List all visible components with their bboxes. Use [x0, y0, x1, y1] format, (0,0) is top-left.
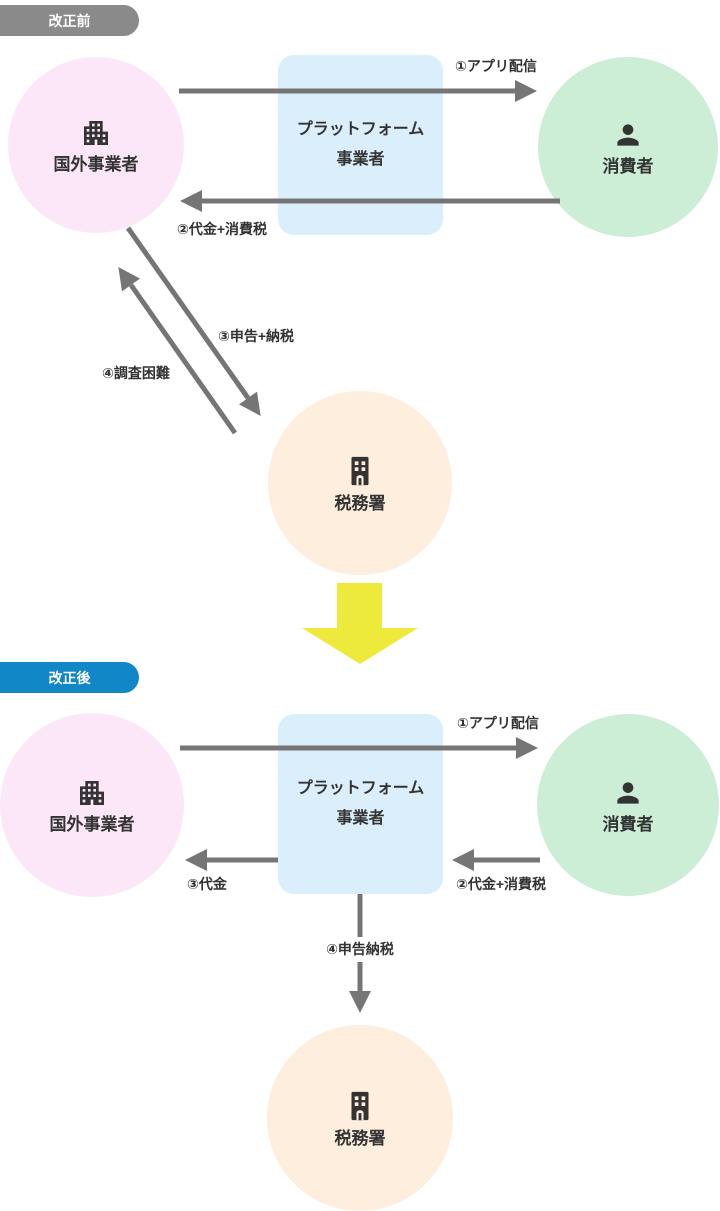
arrow-label-payment-tax-after: ②代金+消費税 [456, 876, 547, 892]
consumer-node-after: 消費者 [537, 714, 719, 896]
person-icon [612, 119, 644, 151]
foreign-operator-node-before: 国外事業者 [8, 57, 184, 233]
government-building-icon [343, 1089, 377, 1123]
platform-operator-box-after: プラットフォーム 事業者 [278, 714, 443, 894]
after-revision-badge: 改正後 [0, 662, 139, 693]
foreign-operator-node-after: 国外事業者 [0, 713, 184, 897]
platform-operator-box-before: プラットフォーム 事業者 [278, 55, 443, 235]
platform-label-line1: プラットフォーム [296, 779, 425, 797]
platform-label-line1: プラットフォーム [296, 120, 425, 138]
arrow-label-payment-tax-before: ②代金+消費税 [177, 221, 268, 237]
arrow-label-app-delivery-after: ①アプリ配信 [457, 715, 539, 731]
tax-office-label: 税務署 [334, 494, 386, 513]
tax-office-node-after: 税務署 [267, 1025, 453, 1211]
apartment-building-icon [76, 777, 108, 809]
arrow-label-app-delivery-before: ①アプリ配信 [455, 58, 537, 74]
tax-office-label: 税務署 [334, 1129, 386, 1148]
arrow-label-filing-payment-after: ④申告納税 [320, 937, 400, 962]
government-building-icon [343, 454, 377, 488]
tax-office-node-before: 税務署 [268, 391, 452, 575]
consumer-label: 消費者 [602, 815, 654, 834]
arrow-audit-difficulty-before [118, 266, 238, 435]
before-revision-badge: 改正前 [0, 5, 139, 36]
foreign-operator-label: 国外事業者 [53, 155, 139, 174]
consumer-node-before: 消費者 [538, 57, 718, 237]
platform-label-line2: 事業者 [336, 810, 385, 827]
platform-label-line2: 事業者 [336, 151, 385, 168]
person-icon [612, 777, 644, 809]
foreign-operator-label: 国外事業者 [49, 815, 135, 834]
arrow-label-filing-payment-before: ③申告+納税 [218, 328, 295, 344]
consumer-label: 消費者 [602, 157, 654, 176]
arrow-label-payment-after: ③代金 [187, 876, 227, 892]
apartment-building-icon [80, 117, 112, 149]
arrow-label-audit-difficulty-before: ④調査困難 [102, 365, 170, 381]
transition-down-arrow [302, 583, 418, 664]
